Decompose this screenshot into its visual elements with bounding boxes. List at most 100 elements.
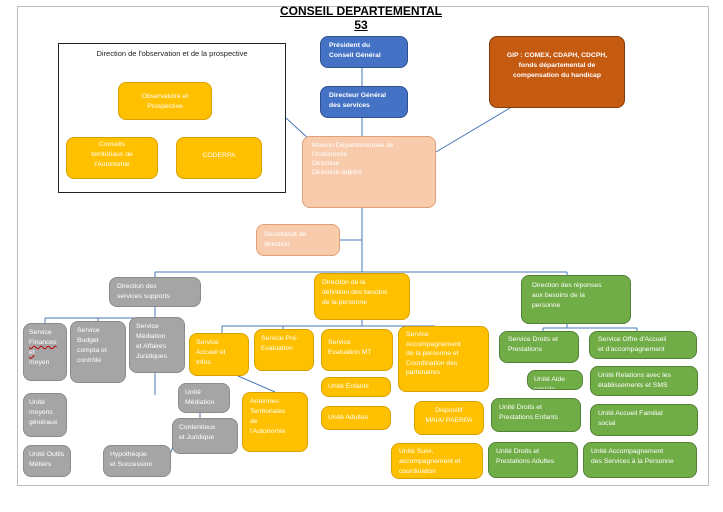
antennes-box: Antennes Territoriales de l'Autonomie xyxy=(242,392,308,452)
droits-line-1: Service Droits et xyxy=(508,336,558,343)
accompagnement-line-4: Coordination des xyxy=(406,359,458,367)
president-line-1: Président du xyxy=(329,42,371,49)
definition-head-line-1: Direction de la xyxy=(322,279,366,286)
coderpa-box: CODERPA xyxy=(176,137,262,179)
hypotheque-line-1: Hypothèque xyxy=(110,451,147,458)
mda-box: Maison Départementale de l'Autonomie Dir… xyxy=(302,136,436,208)
supports-head-line-1: Direction des xyxy=(117,283,157,290)
aide-sociale-label: Unité Aide sociale xyxy=(534,376,565,390)
conseils-line-3: l'Autonomie xyxy=(94,160,130,168)
hypotheque-box: Hypothèque et Succession xyxy=(103,445,171,477)
observatoire-line-1: Observatoire et xyxy=(141,93,189,100)
gip-line-1: GIP : COMEX, CDAPH, CDCPH, xyxy=(506,52,608,59)
supports-head-box: Direction des services supports xyxy=(109,277,201,307)
conseils-box: Conseils territoriaux de l'Autonomie xyxy=(66,137,158,179)
maia-box: Dispositif MAIA/ PAERPA xyxy=(414,401,484,435)
unite-mediation-line-1: Unité xyxy=(185,389,201,396)
accomp-services-line-1: Unité Accompagnement xyxy=(591,448,664,455)
antennes-line-2: Territoriales xyxy=(250,407,286,415)
supports-head-line-2: services supports xyxy=(117,292,170,300)
directeur-general-line-1: Directeur Général xyxy=(329,92,387,99)
accueil-line-1: Service xyxy=(196,339,219,346)
mediation-box: Service Médiation et Affaires Juridiques xyxy=(129,317,185,373)
accueil-familial-line-2: social xyxy=(598,419,616,427)
accueil-line-3: Infos xyxy=(196,358,211,366)
evaluation-mt-box: Service Evaluation MT xyxy=(321,329,393,371)
mda-directeur: Directeur xyxy=(312,159,340,167)
pre-eval-line-1: Service Pré- xyxy=(261,335,299,342)
unite-suivi-box: Unité Suivi, accompagnement et coordinat… xyxy=(391,443,483,479)
accompagnement-services-box: Unité Accompagnement des Services à la P… xyxy=(583,442,697,478)
gip-line-3: compensation du handicap xyxy=(513,71,601,79)
budget-line-1: Service xyxy=(77,327,100,334)
relations-box: Unité Relations avec les établissements … xyxy=(590,366,698,396)
secretariat-line-1: Secrétariat de xyxy=(264,231,307,238)
droits-adultes-line-2: Prestations Adultes xyxy=(496,457,555,465)
suivi-line-1: Unité Suivi, xyxy=(399,448,434,455)
president-box: Président du Conseil Général xyxy=(320,36,408,68)
pre-eval-line-2: Evaluation xyxy=(261,344,293,352)
outils-line-1: Unité Outils xyxy=(29,451,65,458)
budget-line-2: Budget xyxy=(77,336,99,344)
unite-moyens-line-1: Unité xyxy=(29,399,45,406)
offre-line-1: Service Offre d'Accueil xyxy=(598,336,667,343)
budget-line-3: compta et xyxy=(77,346,107,354)
page-frame xyxy=(17,6,709,486)
observatoire-box: Observatoire et Prospective xyxy=(118,82,212,120)
unite-adultes-label: Unité Adultes xyxy=(328,414,369,421)
secretariat-line-2: direction xyxy=(264,240,290,248)
conseils-line-1: Conseils xyxy=(98,141,126,148)
mda-directeur-adjoint: Directeur-adjoint xyxy=(312,168,362,176)
budget-box: Service Budget compta et contrôle xyxy=(70,321,126,383)
unite-moyens-line-2: moyens xyxy=(29,408,53,416)
droits-line-2: Prestations xyxy=(508,345,543,353)
accompagnement-box: Service Accompagnement de la personne et… xyxy=(398,326,489,392)
mediation-line-3: et Affaires xyxy=(136,342,167,350)
line-gip-mda xyxy=(435,107,511,153)
accueil-familial-line-1: Unité Accueil Familial xyxy=(598,410,663,417)
mda-line-2: l'Autonomie xyxy=(312,150,348,158)
maia-line-1: Dispositif xyxy=(435,407,463,414)
reponses-head-line-3: personne xyxy=(532,301,561,309)
pre-evaluation-box: Service Pré- Evaluation xyxy=(254,329,314,371)
service-moyens-line-1: Service xyxy=(29,329,52,336)
gip-box: GIP : COMEX, CDAPH, CDCPH, fonds départe… xyxy=(489,36,625,108)
unite-moyens-box: Unité moyens généraux xyxy=(23,393,67,437)
unite-adultes-box: Unité Adultes xyxy=(321,406,391,430)
eval-mt-line-1: Service xyxy=(328,339,351,346)
service-moyens-box: Service Finances et moyen xyxy=(23,323,67,381)
droits-adultes-line-1: Unité Droits et xyxy=(496,448,540,455)
contentieux-line-1: Contentieux xyxy=(179,424,216,431)
reponses-head-line-2: aux besoins de la xyxy=(532,291,585,299)
outils-metiers-box: Unité Outils Métiers xyxy=(23,445,71,477)
conseils-line-2: territoriaux de xyxy=(91,150,133,158)
accomp-services-line-2: des Services à la Personne xyxy=(591,457,674,465)
offre-line-2: et d'accompagnement xyxy=(598,345,665,353)
droits-enfants-box: Unité Droits et Prestations Enfants xyxy=(491,398,581,432)
president-line-2: Conseil Général xyxy=(329,51,381,59)
antennes-line-3: de xyxy=(250,417,258,425)
droits-enfants-line-1: Unité Droits et xyxy=(499,404,543,411)
coderpa-label: CODERPA xyxy=(202,152,236,159)
unite-mediation-box: Unité Médiation xyxy=(178,383,230,413)
definition-head-line-2: définition des besoins xyxy=(322,288,388,296)
accueil-infos-box: Service Accueil et Infos xyxy=(189,333,249,376)
gip-line-2: fonds départemental de xyxy=(518,61,596,69)
contentieux-box: Contentieux et Juridique xyxy=(172,418,238,454)
page-title: CONSEIL DEPARTEMENTAL 53 xyxy=(279,4,442,32)
antennes-line-1: Antennes xyxy=(250,398,279,405)
reponses-head-line-1: Direction des réponses xyxy=(532,282,602,289)
observatoire-line-2: Prospective xyxy=(147,102,183,110)
budget-line-4: contrôle xyxy=(77,356,102,364)
relations-line-1: Unité Relations avec les xyxy=(598,372,671,379)
observation-group-title: Direction de l'observation et de la pros… xyxy=(96,49,248,58)
unite-mediation-line-2: Médiation xyxy=(185,398,215,406)
definition-head-line-3: de la personne xyxy=(322,298,367,306)
mediation-line-1: Service xyxy=(136,323,159,330)
mediation-line-2: Médiation xyxy=(136,332,166,340)
accompagnement-line-1: Service xyxy=(406,331,429,338)
unite-moyens-line-3: généraux xyxy=(29,418,58,426)
mediation-line-4: Juridiques xyxy=(136,352,167,360)
droits-prestations-box: Service Droits et Prestations xyxy=(499,331,579,363)
accompagnement-line-2: Accompagnement xyxy=(406,340,461,348)
